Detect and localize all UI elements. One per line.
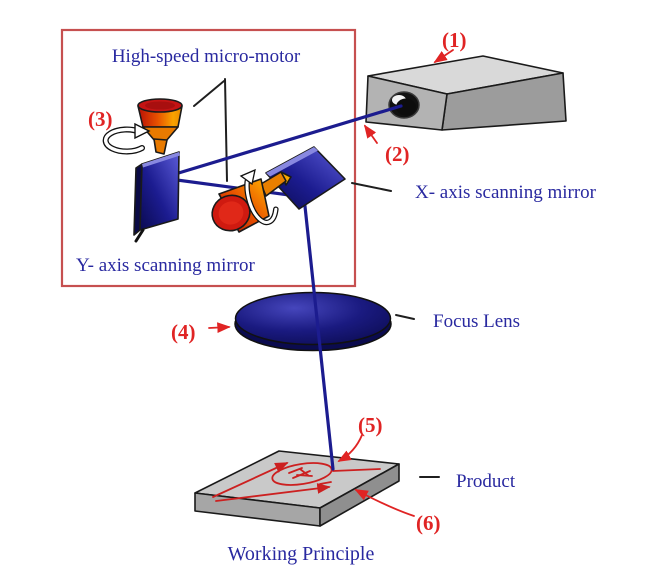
label-high-speed-micro-motor: High-speed micro-motor [112,46,301,67]
callout-5-label: (5) [358,413,383,437]
label-x-axis-scanning-mirror: X- axis scanning mirror [415,182,597,203]
callout-arrow-1 [433,49,454,63]
focus-lens [234,291,392,352]
y-rotation-arrow-icon [102,122,151,155]
laser-source-box [365,55,567,131]
callout-6-label: (6) [416,511,441,535]
callout-arrow-5 [337,434,363,462]
callout-1-label: (1) [442,28,467,52]
x-mirror-pointer-line [351,182,392,192]
laser-aperture [388,91,420,119]
x-rotation-arrow-icon [239,168,279,226]
laser-beam [160,104,403,471]
x-scanning-mirror-assembly [211,146,346,233]
callout-2-label: (2) [385,142,410,166]
motor-label-pointer-down [224,78,228,182]
caption-working-principle: Working Principle [228,543,375,565]
callout-arrow-2 [363,124,378,144]
callout-4-label: (4) [171,320,196,344]
y-mirror-axis-tick [134,228,145,243]
callout-3-label: (3) [88,107,113,131]
y-scanning-mirror-assembly [102,98,183,243]
y-mirror-highlight [142,152,180,168]
label-y-axis-scanning-mirror: Y- axis scanning mirror [76,255,256,276]
y-motor [137,98,183,155]
label-product: Product [456,471,516,492]
label-focus-lens: Focus Lens [433,311,520,332]
callout-arrow-6 [354,489,415,517]
scan-path-markings [212,462,381,502]
focus-lens-dash [395,314,415,320]
x-mirror-highlight [266,147,318,177]
product-plate [194,450,400,527]
callout-arrow-4 [208,322,231,333]
motor-label-pointer-left [193,80,225,107]
frame-box [60,28,357,288]
